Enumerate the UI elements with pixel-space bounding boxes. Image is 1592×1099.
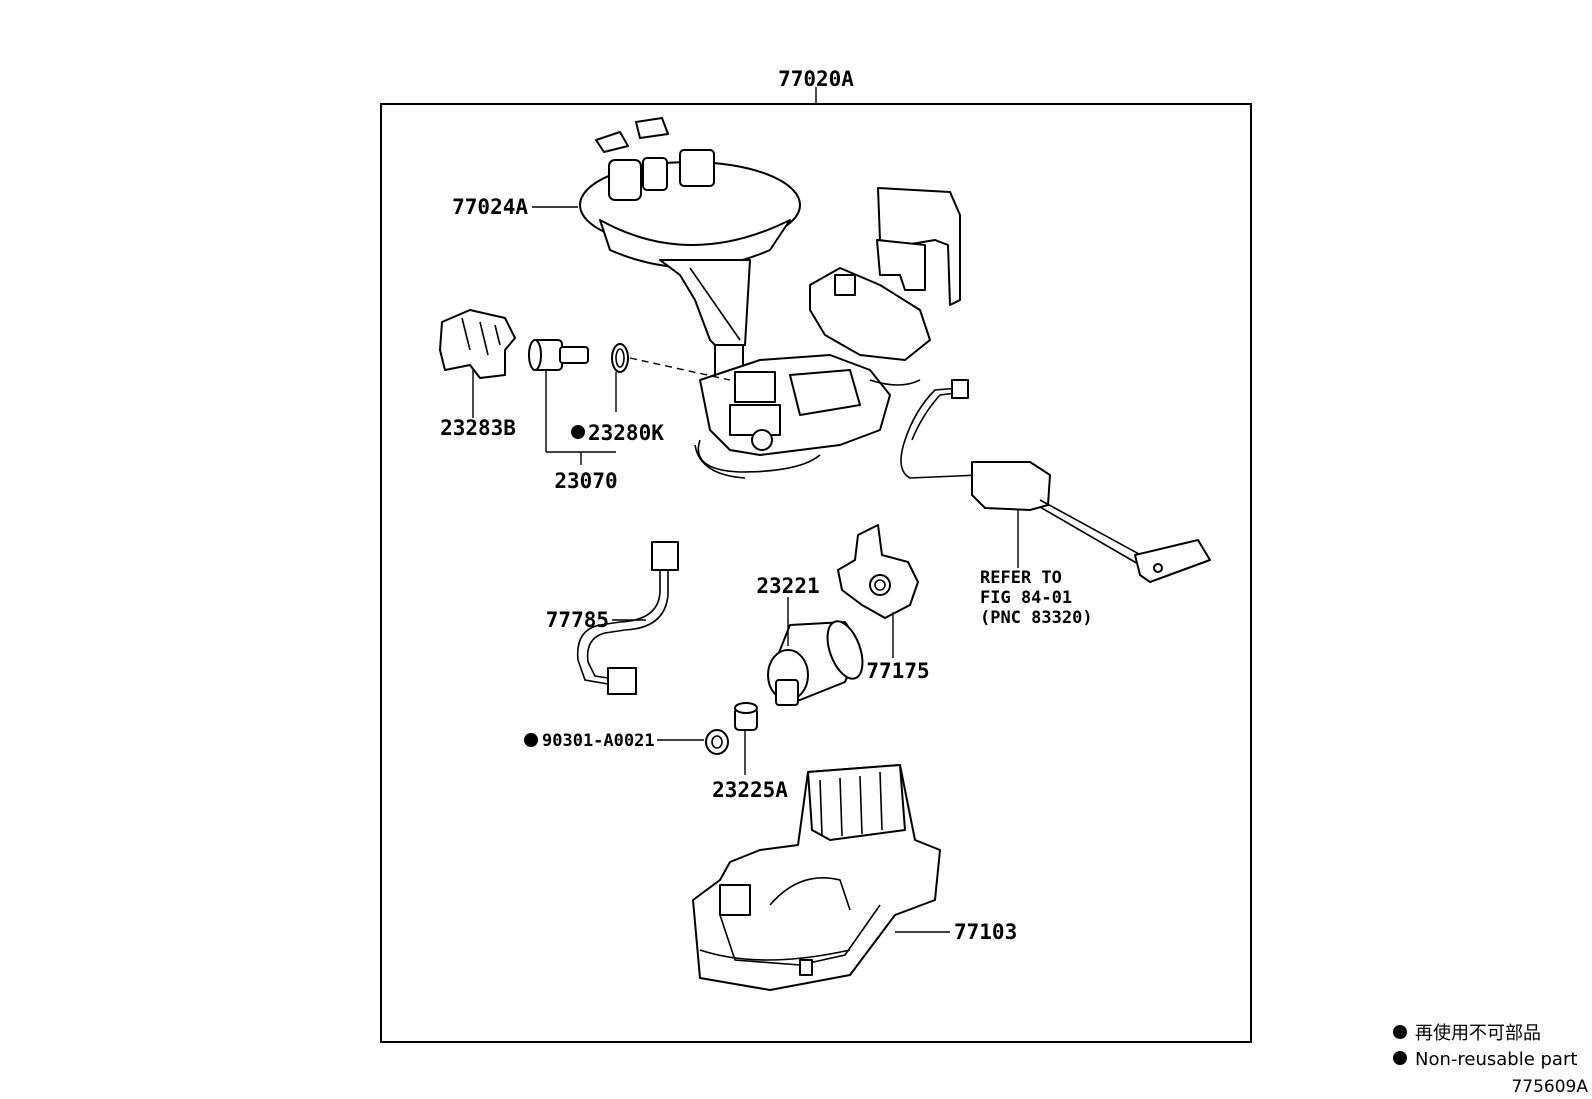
part-pump-filter[interactable]: [734, 702, 758, 731]
callout-77020A[interactable]: 77020A: [778, 67, 854, 91]
reference-note-line1: REFER TO: [980, 568, 1062, 588]
part-filter-housing[interactable]: [439, 309, 516, 379]
part-sender-harness[interactable]: [900, 379, 1211, 583]
filled-circle-icon: [1393, 1025, 1407, 1039]
part-o-ring[interactable]: [611, 343, 629, 373]
assembly-dashed-line: [629, 357, 731, 381]
legend-english: Non-reusable part: [1415, 1049, 1577, 1070]
part-sender-gauge[interactable]: [579, 117, 801, 381]
callout-23283B[interactable]: 23283B: [440, 416, 516, 440]
part-fuel-pump[interactable]: [767, 617, 869, 706]
callout-90301-A0021[interactable]: 90301-A0021: [542, 731, 655, 751]
callout-77175[interactable]: 77175: [866, 659, 929, 683]
callout-77103[interactable]: 77103: [954, 920, 1017, 944]
filled-circle-icon: [524, 733, 538, 747]
callout-77785[interactable]: 77785: [546, 608, 609, 632]
part-gasket[interactable]: [705, 729, 729, 755]
part-tube-subassembly[interactable]: [692, 764, 941, 991]
legend-japanese: 再使用不可部品: [1415, 1023, 1541, 1044]
figure-id: 775609A: [1511, 1077, 1588, 1097]
part-pump-module[interactable]: [694, 354, 921, 479]
callout-77024A[interactable]: 77024A: [452, 195, 528, 219]
reference-note-line2: FIG 84-01: [980, 588, 1072, 608]
filled-circle-icon: [571, 425, 585, 439]
callout-23280K[interactable]: 23280K: [588, 421, 664, 445]
callout-23070[interactable]: 23070: [554, 469, 617, 493]
part-wire-harness[interactable]: [576, 541, 679, 695]
part-filter-element[interactable]: [528, 339, 589, 371]
part-upper-bracket[interactable]: [809, 187, 961, 361]
part-pump-bracket[interactable]: [837, 524, 919, 619]
callout-23225A[interactable]: 23225A: [712, 778, 788, 802]
filled-circle-icon: [1393, 1051, 1407, 1065]
callout-23221[interactable]: 23221: [756, 574, 819, 598]
reference-note-line3: (PNC 83320): [980, 608, 1093, 628]
